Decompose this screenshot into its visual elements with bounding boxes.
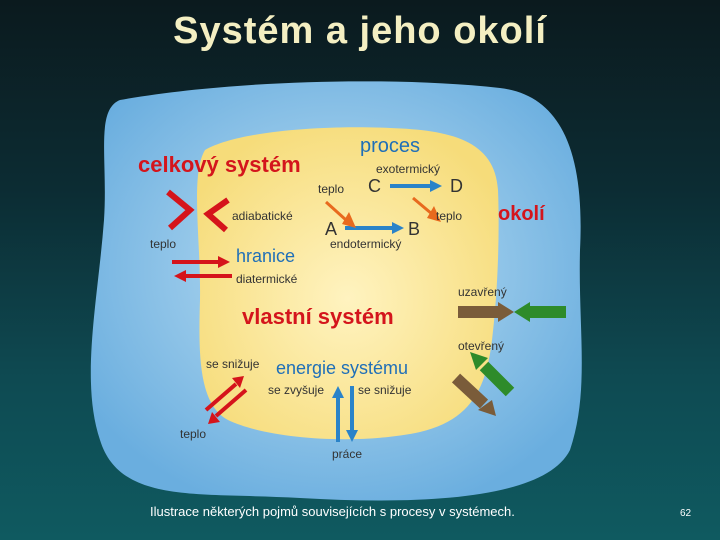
label-adiabaticke: adiabatické — [232, 209, 293, 223]
diathermal-arrow-in-head — [218, 256, 230, 268]
heat-arrow-exothermic-head — [342, 212, 356, 228]
energy-heat-arrow-in — [204, 382, 238, 412]
slide-title: Systém a jeho okolí — [173, 10, 547, 52]
label-c: C — [368, 176, 381, 196]
label-teplo-c: teplo — [318, 182, 344, 196]
label-d: D — [450, 176, 463, 196]
label-vlastni-system: vlastní systém — [242, 304, 394, 329]
label-proces: proces — [360, 135, 420, 157]
label-se-zvysuje: se zvyšuje — [268, 383, 324, 397]
closed-arrow-brown-head — [498, 302, 514, 322]
work-arrow-down-head — [346, 430, 358, 442]
energy-heat-arrow-out — [214, 388, 248, 418]
slide-caption: Ilustrace některých pojmů souvisejících … — [150, 504, 515, 519]
heat-arrow-endothermic-head — [427, 206, 441, 222]
label-a: A — [325, 219, 337, 239]
label-otevreny: otevřený — [458, 339, 504, 353]
label-hranice: hranice — [236, 246, 295, 266]
energy-heat-arrow-in-head — [232, 376, 244, 388]
label-exotermicky: exotermický — [376, 162, 440, 176]
label-diatermicke: diatermické — [236, 272, 298, 286]
label-se-snizuje-left: se snižuje — [206, 357, 260, 371]
diathermal-arrow-out-head — [174, 270, 186, 282]
label-energie-systemu: energie systému — [276, 358, 408, 378]
process-arrow-c-d-head — [430, 180, 442, 192]
label-celkovy-system: celkový systém — [138, 152, 301, 177]
label-teplo-bottom: teplo — [180, 427, 206, 441]
label-b: B — [408, 219, 420, 239]
closed-arrow-green-head — [514, 302, 530, 322]
adiabatic-arrow-left — [166, 189, 195, 231]
open-arrow-green — [479, 361, 515, 397]
label-prace: práce — [332, 447, 362, 461]
heat-arrow-exothermic — [324, 200, 348, 222]
adiabatic-arrow-right — [203, 197, 230, 233]
heat-arrow-endothermic — [412, 196, 433, 216]
process-arrow-a-b-head — [392, 222, 404, 234]
page-number: 62 — [680, 508, 692, 519]
label-teplo-left: teplo — [150, 237, 176, 251]
label-teplo-b: teplo — [436, 209, 462, 223]
label-se-snizuje-right: se snižuje — [358, 383, 412, 397]
label-endotermicky: endotermický — [330, 237, 401, 251]
label-uzavreny: uzavřený — [458, 285, 507, 299]
open-arrow-brown-head — [478, 400, 496, 416]
work-arrow-up-head — [332, 386, 344, 398]
label-okoli: okolí — [498, 203, 546, 225]
open-arrow-green-head — [470, 352, 488, 370]
energy-heat-arrow-out-head — [208, 412, 220, 424]
open-arrow-brown — [451, 373, 489, 409]
